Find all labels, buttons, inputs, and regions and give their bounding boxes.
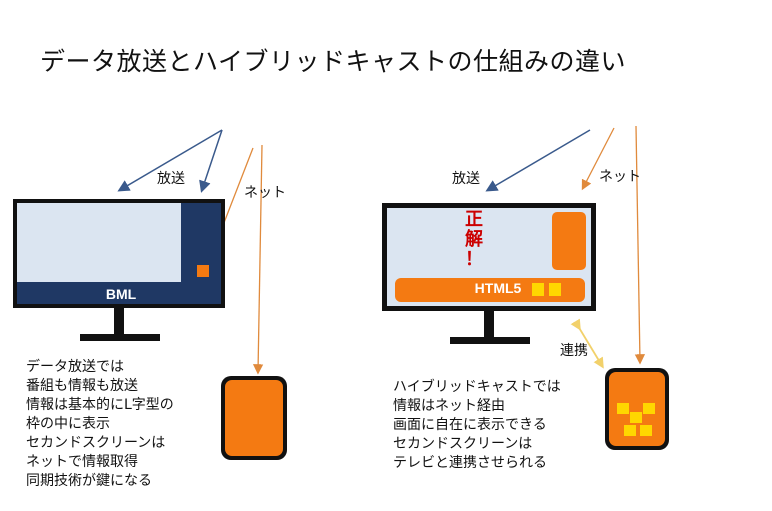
left-note-line: 情報は基本的にL字型の	[26, 397, 174, 413]
left-note-line: 同期技術が鍵になる	[26, 473, 152, 489]
left-notes: データ放送では 番組も情報も放送 情報は基本的にL字型の 枠の中に表示 セカンド…	[26, 358, 174, 491]
left-note-line: データ放送では	[26, 359, 124, 375]
right-broadcast-arrow	[485, 129, 591, 192]
html5-label: HTML5	[474, 280, 522, 296]
right-tv-base	[450, 337, 530, 344]
left-second-screen	[221, 376, 287, 460]
left-tv-base	[80, 334, 160, 341]
right-broadcast-label: 放送	[452, 171, 480, 187]
right-net-arrows	[581, 125, 646, 365]
right-tv-side-panel	[552, 212, 586, 270]
right-tv	[382, 203, 596, 344]
left-tv-stand	[114, 308, 124, 334]
right-tv-stand	[484, 311, 494, 337]
correct-label-char: 解	[465, 229, 483, 250]
link-label: 連携	[560, 343, 588, 359]
correct-label-char: ！	[465, 249, 483, 270]
left-tv	[13, 199, 225, 341]
right-notes: ハイブリッドキャストでは 情報はネット経由 画面に自在に表示できる セカンドスク…	[393, 378, 561, 473]
right-note-line: ハイブリッドキャストでは	[393, 379, 561, 395]
bml-label: BML	[105, 286, 137, 302]
correct-label: 正 解 ！	[463, 210, 485, 270]
left-broadcast-label: 放送	[157, 171, 185, 187]
left-note-line: 枠の中に表示	[26, 416, 110, 432]
left-note-line: 番組も情報も放送	[26, 378, 138, 394]
left-note-line: ネットで情報取得	[26, 454, 138, 470]
left-net-label: ネット	[244, 185, 286, 201]
right-note-line: テレビと連携させられる	[393, 455, 547, 471]
correct-label-char: 正	[465, 209, 483, 230]
page-title: データ放送とハイブリッドキャストの仕組みの違い	[40, 47, 627, 76]
left-tv-main-area	[17, 203, 181, 282]
right-second-screen	[605, 368, 669, 450]
right-note-line: セカンドスクリーンは	[393, 436, 533, 452]
right-note-line: 情報はネット経由	[393, 398, 505, 414]
link-arrow	[570, 318, 604, 369]
left-broadcast-arrows	[117, 129, 223, 193]
right-note-line: 画面に自在に表示できる	[393, 417, 547, 433]
left-note-line: セカンドスクリーンは	[26, 435, 166, 451]
right-tv-yellow-block	[532, 283, 544, 296]
right-net-label: ネット	[599, 169, 641, 185]
left-tv-data-icon	[197, 265, 209, 277]
right-tv-yellow-block	[549, 283, 561, 296]
